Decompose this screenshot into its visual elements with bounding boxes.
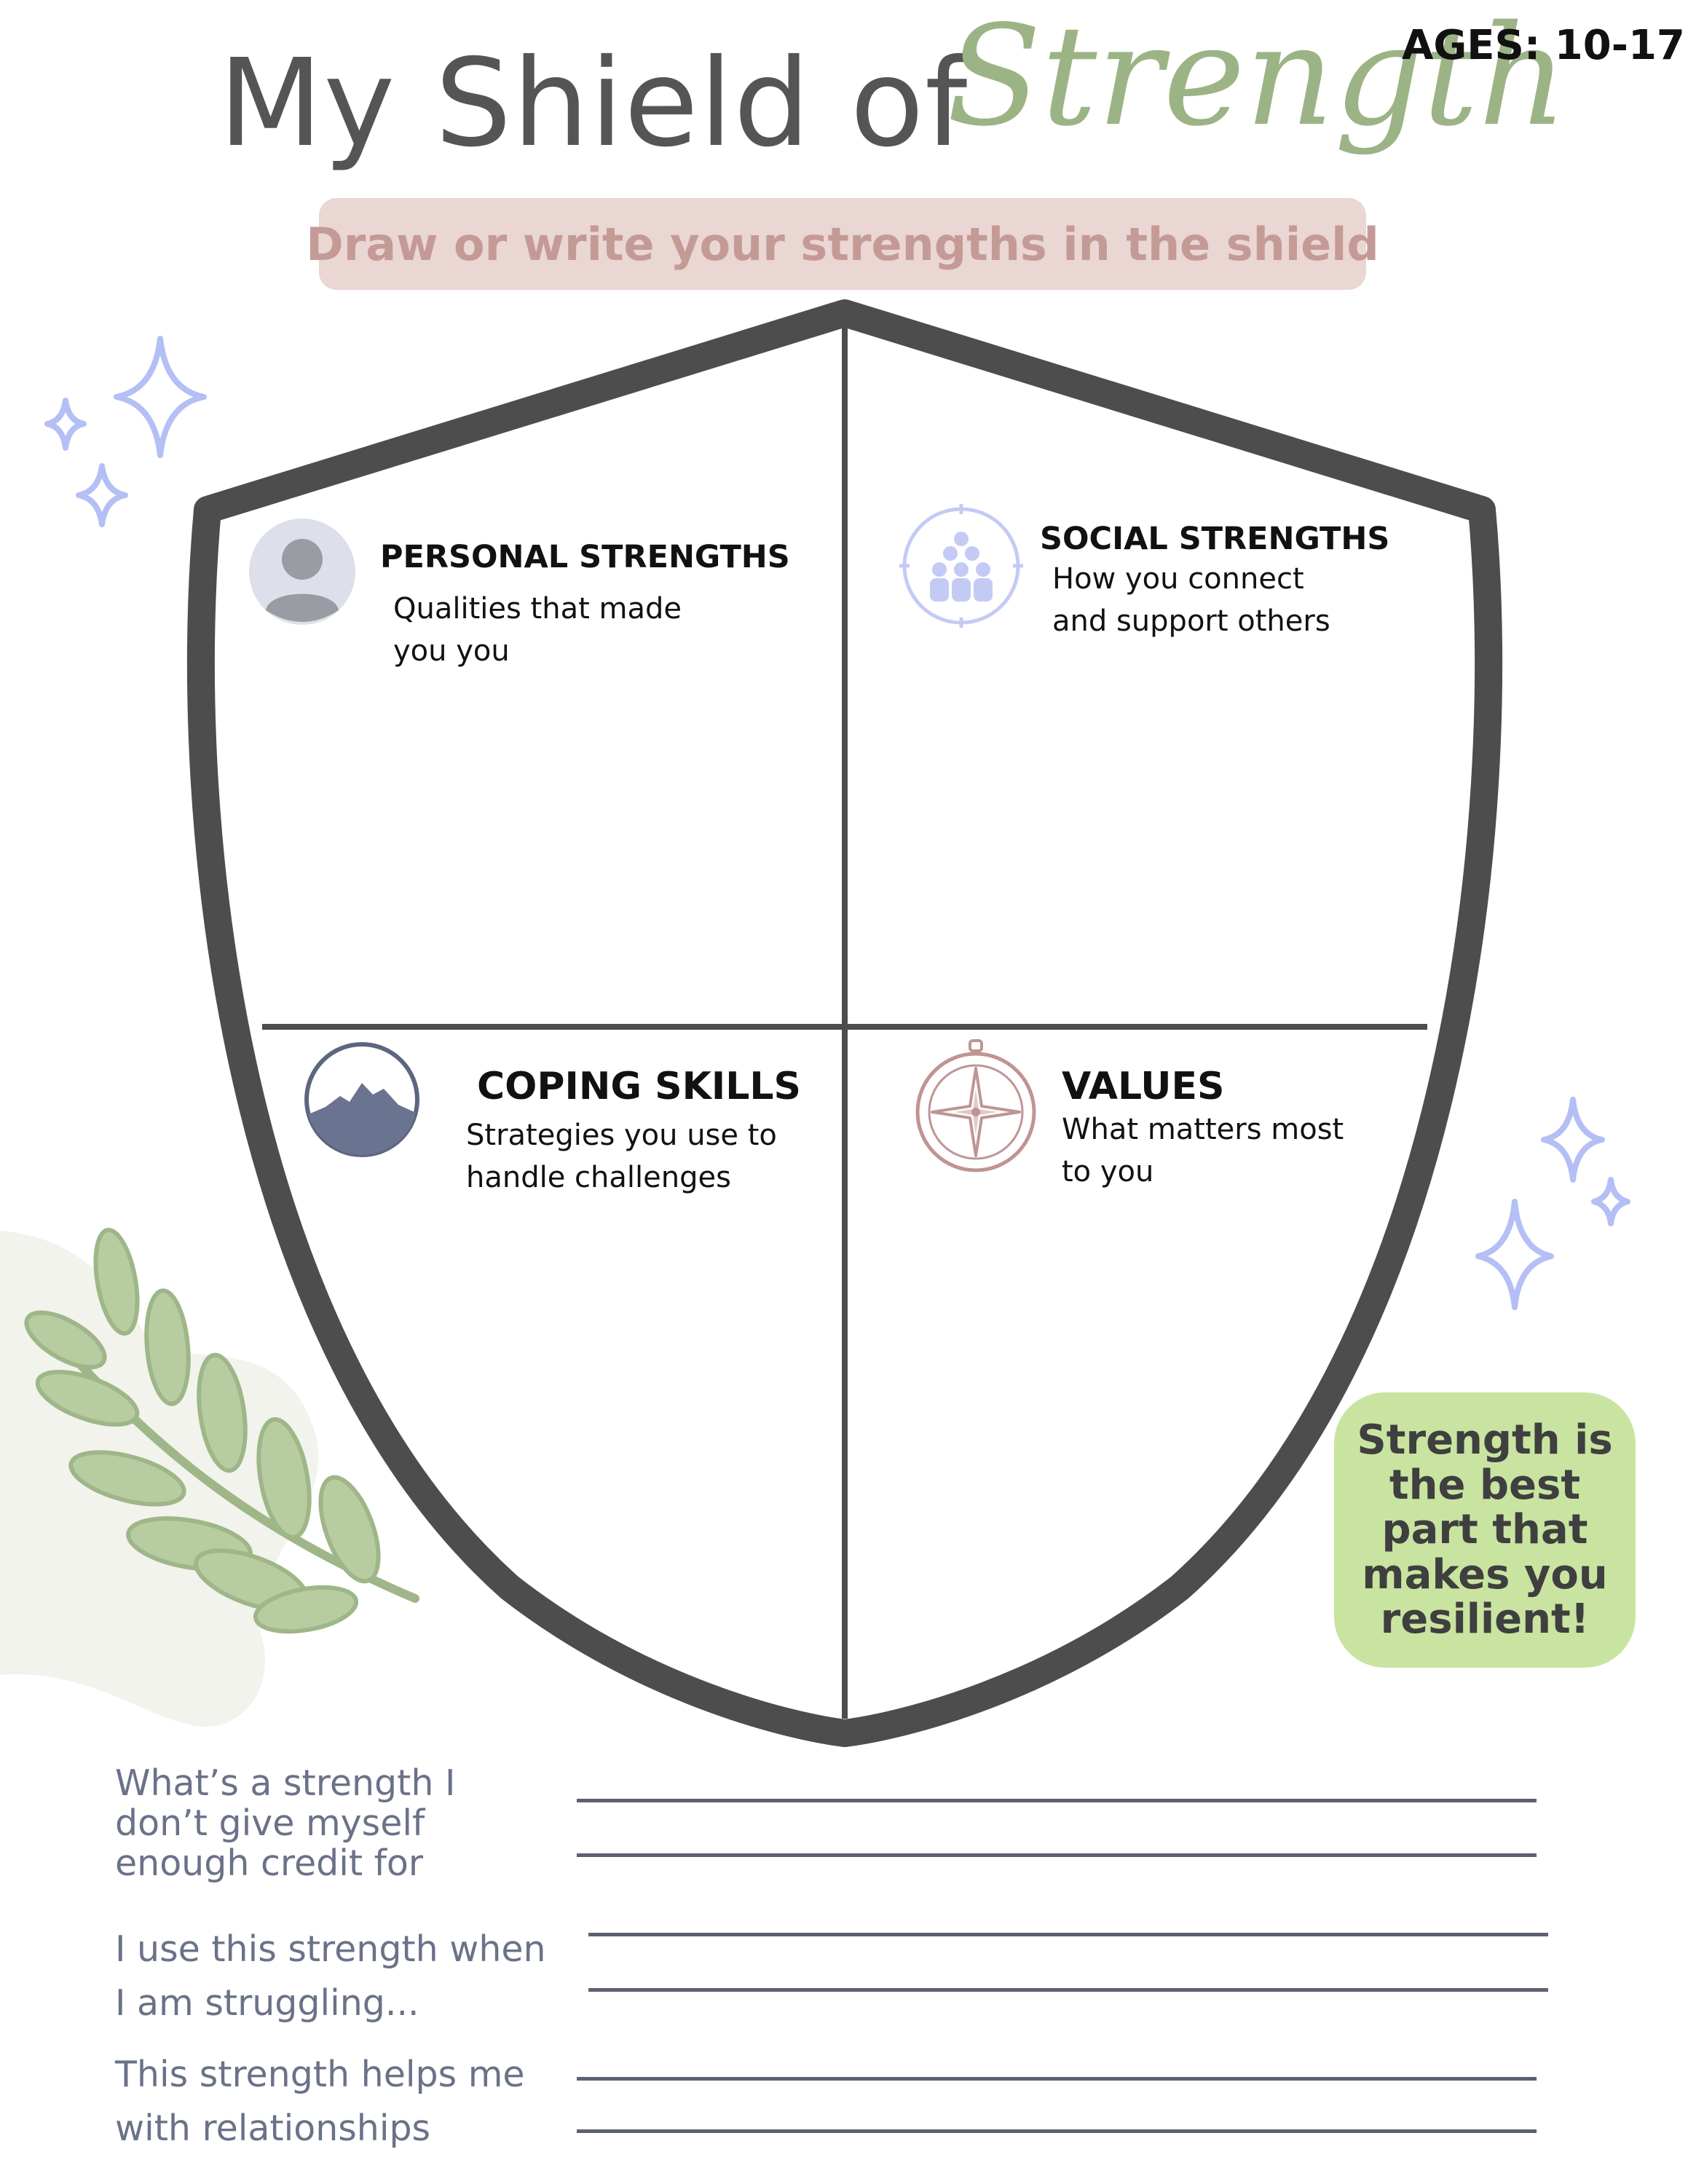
prompt-line: with relationships (115, 2107, 431, 2149)
prompt-line: enough credit for (115, 1842, 424, 1884)
instructions-banner: Draw or write your strengths in the shie… (306, 198, 1379, 290)
quadrant-subtitle-line: and support others (1052, 604, 1330, 638)
quadrant-subtitle-line: Qualities that made (393, 592, 682, 626)
quote-line: resilient! (1380, 1596, 1590, 1644)
answer-line[interactable] (577, 1853, 1537, 1857)
answer-line[interactable] (588, 1933, 1548, 1936)
quadrant-title-coping: COPING SKILLS (477, 1065, 801, 1108)
quadrant-subtitle-line: How you connect (1052, 562, 1304, 596)
quadrant-title-personal: PERSONAL STRENGTHS (380, 539, 790, 575)
strength-quote-box: Strength is the best part that makes you… (1334, 1392, 1636, 1668)
answer-line[interactable] (577, 1799, 1537, 1802)
prompt-line: This strength helps me (115, 2054, 525, 2095)
prompt-struggling: I use this strength when I am struggling… (115, 1923, 546, 2030)
quadrant-subtitle-line: What matters most (1062, 1113, 1344, 1146)
quadrant-title-values: VALUES (1062, 1065, 1225, 1108)
sparkles-left (44, 336, 207, 527)
answer-line[interactable] (577, 2129, 1537, 2133)
sparkles-right (1475, 1097, 1630, 1310)
quadrant-subtitle-line: you you (393, 634, 510, 668)
person-avatar-icon (249, 519, 355, 625)
mountain-icon (304, 1042, 419, 1157)
prompt-line: don’t give myself (115, 1802, 425, 1844)
prompt-line: I use this strength when (115, 1928, 546, 1970)
page-title: My Shield of (218, 33, 969, 174)
quote-line: the best (1389, 1461, 1581, 1509)
quote-line: part that (1381, 1506, 1588, 1554)
quadrant-subtitle-values: What matters most to you (1062, 1108, 1344, 1193)
quadrant-subtitle-personal: Qualities that made you you (393, 588, 682, 672)
prompt-line: I am struggling... (115, 1982, 419, 2024)
page-title-script: Strength (947, 0, 1568, 157)
answer-line[interactable] (588, 1988, 1548, 1992)
answer-line[interactable] (577, 2077, 1537, 2081)
quadrant-subtitle-line: to you (1062, 1155, 1154, 1188)
quadrant-subtitle-coping: Strategies you use to handle challenges (466, 1114, 777, 1199)
prompt-credit: What’s a strength I don’t give myself en… (115, 1762, 456, 1884)
group-people-icon (899, 504, 1023, 628)
prompt-relationships: This strength helps me with relationship… (115, 2048, 525, 2155)
quote-line: makes you (1362, 1550, 1608, 1598)
quadrant-subtitle-social: How you connect and support others (1052, 558, 1330, 642)
prompt-line: What’s a strength I (115, 1762, 456, 1804)
compass-icon (915, 1039, 1036, 1172)
quadrant-subtitle-line: handle challenges (466, 1161, 731, 1194)
age-range-label: AGES: 10-17 (1402, 22, 1685, 69)
quadrant-title-social: SOCIAL STRENGTHS (1040, 521, 1390, 557)
quadrant-subtitle-line: Strategies you use to (466, 1119, 777, 1152)
quote-line: Strength is (1357, 1416, 1613, 1464)
